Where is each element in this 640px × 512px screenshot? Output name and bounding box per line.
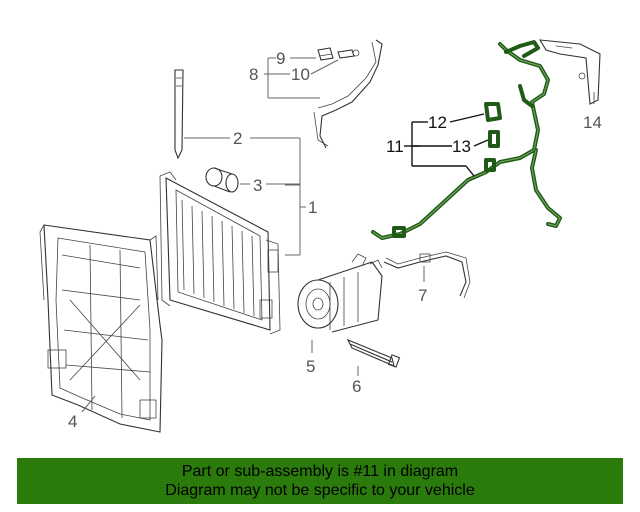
svg-text:11: 11 bbox=[386, 137, 404, 156]
callout-1: 1 bbox=[285, 138, 317, 256]
svg-text:6: 6 bbox=[352, 377, 361, 396]
suction-hose-assembly[interactable] bbox=[371, 40, 562, 240]
svg-text:4: 4 bbox=[68, 412, 77, 431]
callout-3: 3 bbox=[240, 176, 300, 195]
callout-14: 14 bbox=[583, 92, 602, 132]
callout-6: 6 bbox=[352, 366, 361, 396]
svg-text:7: 7 bbox=[418, 286, 427, 305]
svg-text:13: 13 bbox=[452, 137, 471, 156]
compressor-bolt[interactable] bbox=[346, 338, 401, 368]
callout-9: 9 bbox=[276, 49, 316, 68]
callout-13: 13 bbox=[452, 137, 489, 156]
svg-text:8: 8 bbox=[249, 65, 258, 84]
callout-12: 12 bbox=[428, 113, 485, 132]
callout-11: 11 bbox=[386, 121, 475, 177]
callout-10: 10 bbox=[291, 59, 339, 84]
discharge-hose[interactable] bbox=[383, 251, 471, 299]
service-valve-core[interactable] bbox=[337, 49, 360, 59]
callout-4: 4 bbox=[68, 395, 96, 431]
upper-ac-line[interactable] bbox=[313, 39, 383, 149]
condenser[interactable] bbox=[159, 171, 281, 335]
svg-text:14: 14 bbox=[583, 113, 602, 132]
notice-banner: Part or sub-assembly is #11 in diagram D… bbox=[17, 458, 623, 504]
pressure-sensor[interactable] bbox=[488, 130, 500, 148]
front-panel-shroud[interactable] bbox=[39, 224, 163, 433]
svg-text:9: 9 bbox=[276, 49, 285, 68]
svg-text:1: 1 bbox=[308, 198, 317, 217]
callout-5: 5 bbox=[306, 340, 315, 376]
callout-2: 2 bbox=[184, 129, 300, 148]
svg-text:2: 2 bbox=[233, 129, 242, 148]
parts-diagram: 4 1 2 3 bbox=[39, 39, 602, 433]
svg-text:10: 10 bbox=[291, 65, 310, 84]
service-valve-cap[interactable] bbox=[317, 47, 334, 61]
callout-7: 7 bbox=[418, 266, 427, 305]
ac-compressor[interactable] bbox=[297, 253, 383, 333]
mounting-bracket[interactable] bbox=[538, 39, 601, 105]
svg-text:5: 5 bbox=[306, 357, 315, 376]
notice-line-1: Part or sub-assembly is #11 in diagram bbox=[181, 463, 459, 480]
svg-text:3: 3 bbox=[253, 176, 262, 195]
sensor-cap[interactable] bbox=[484, 102, 502, 122]
notice-line-2: Diagram may not be specific to your vehi… bbox=[165, 482, 475, 499]
svg-text:12: 12 bbox=[428, 113, 447, 132]
callout-8: 8 bbox=[249, 57, 320, 99]
drier-canister[interactable] bbox=[205, 167, 239, 193]
drier-rod[interactable] bbox=[174, 69, 184, 160]
